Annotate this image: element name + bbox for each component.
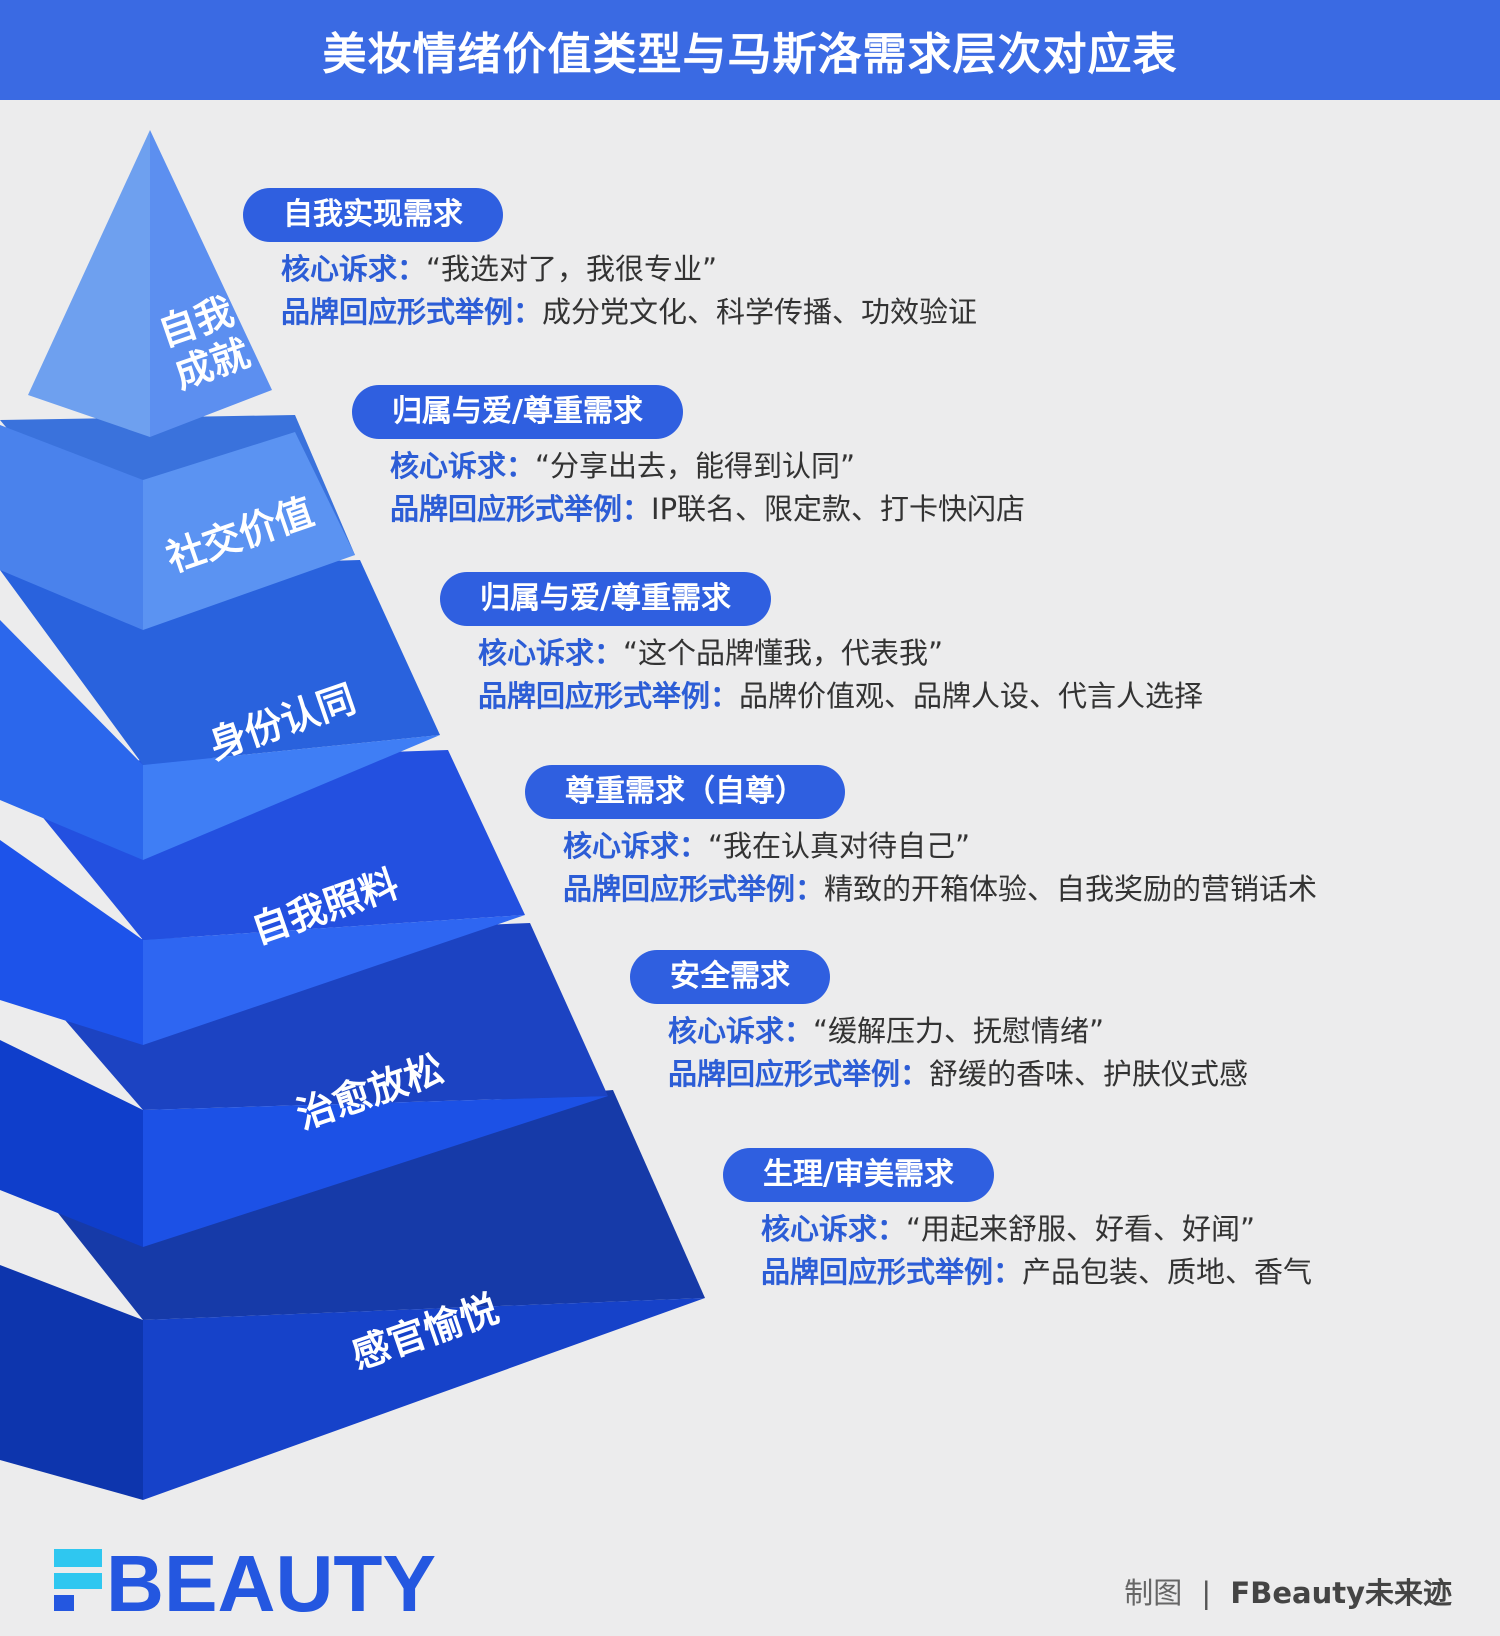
credit-separator: | — [1201, 1576, 1212, 1610]
example-key: 品牌回应形式举例： — [668, 1057, 930, 1091]
brand-example-line: 品牌回应形式举例：品牌价值观、品牌人设、代言人选择 — [478, 675, 1203, 718]
example-key: 品牌回应形式举例： — [390, 492, 652, 526]
page-title: 美妆情绪价值类型与马斯洛需求层次对应表 — [322, 29, 1178, 80]
appeal-text: “用起来舒服、好看、好闻” — [906, 1212, 1256, 1246]
appeal-text: “这个品牌懂我，代表我” — [623, 636, 944, 670]
example-text: 品牌价值观、品牌人设、代言人选择 — [739, 679, 1204, 713]
pyramid-tier-achievement: 自我 成就 — [28, 130, 272, 437]
example-key: 品牌回应形式举例： — [281, 295, 543, 329]
need-pill: 归属与爱/尊重需求 — [440, 572, 771, 626]
brand-example-line: 品牌回应形式举例：产品包装、质地、香气 — [761, 1251, 1312, 1294]
example-text: 舒缓的香味、护肤仪式感 — [929, 1057, 1249, 1091]
example-key: 品牌回应形式举例： — [478, 679, 740, 713]
example-text: 精致的开箱体验、自我奖励的营销话术 — [824, 872, 1318, 906]
appeal-text: “我选对了，我很专业” — [426, 252, 718, 286]
example-text: 成分党文化、科学传播、功效验证 — [542, 295, 978, 329]
appeal-key: 核心诉求： — [563, 829, 709, 863]
appeal-key: 核心诉求： — [478, 636, 624, 670]
appeal-key: 核心诉求： — [761, 1212, 907, 1246]
logo-bar-top — [54, 1549, 102, 1567]
need-pill: 自我实现需求 — [243, 188, 503, 242]
info-block-healing: 安全需求 核心诉求：“缓解压力、抚慰情绪” 品牌回应形式举例：舒缓的香味、护肤仪… — [630, 950, 1248, 1096]
appeal-text: “分享出去，能得到认同” — [535, 449, 856, 483]
info-block-achievement: 自我实现需求 核心诉求：“我选对了，我很专业” 品牌回应形式举例：成分党文化、科… — [243, 188, 977, 334]
example-key: 品牌回应形式举例： — [761, 1255, 1023, 1289]
example-text: 产品包装、质地、香气 — [1022, 1255, 1313, 1289]
credit-brand: FBeauty未来迹 — [1230, 1576, 1452, 1610]
info-block-sensory: 生理/审美需求 核心诉求：“用起来舒服、好看、好闻” 品牌回应形式举例：产品包装… — [723, 1148, 1312, 1294]
example-text: IP联名、限定款、打卡快闪店 — [651, 492, 1026, 526]
logo-wordmark: BEAUTY — [106, 1545, 436, 1615]
appeal-key: 核心诉求： — [281, 252, 427, 286]
need-pill: 归属与爱/尊重需求 — [352, 385, 683, 439]
example-key: 品牌回应形式举例： — [563, 872, 825, 906]
appeal-key: 核心诉求： — [390, 449, 536, 483]
brand-example-line: 品牌回应形式举例：成分党文化、科学传播、功效验证 — [281, 291, 977, 334]
appeal-key: 核心诉求： — [668, 1014, 814, 1048]
need-pill: 生理/审美需求 — [723, 1148, 994, 1202]
core-appeal-line: 核心诉求：“缓解压力、抚慰情绪” — [668, 1010, 1248, 1053]
appeal-text: “我在认真对待自己” — [708, 829, 971, 863]
core-appeal-line: 核心诉求：“这个品牌懂我，代表我” — [478, 632, 1203, 675]
logo-bar-foot — [54, 1595, 74, 1611]
pyramid-tier-social: 社交价值 — [0, 415, 355, 630]
core-appeal-line: 核心诉求：“用起来舒服、好看、好闻” — [761, 1208, 1312, 1251]
fbeauty-logo: BEAUTY — [54, 1545, 436, 1615]
header-bar: 美妆情绪价值类型与马斯洛需求层次对应表 — [0, 0, 1500, 100]
pyramid-diagram: 感官愉悦 治愈放松 自我照料 身份认同 社交价值 自我 成就 — [0, 130, 705, 1500]
core-appeal-line: 核心诉求：“我选对了，我很专业” — [281, 248, 977, 291]
brand-example-line: 品牌回应形式举例：精致的开箱体验、自我奖励的营销话术 — [563, 868, 1317, 911]
need-pill: 尊重需求（自尊） — [525, 765, 845, 819]
core-appeal-line: 核心诉求：“我在认真对待自己” — [563, 825, 1317, 868]
core-appeal-line: 核心诉求：“分享出去，能得到认同” — [390, 445, 1025, 488]
logo-bar-mid — [54, 1573, 102, 1589]
need-pill: 安全需求 — [630, 950, 830, 1004]
info-block-identity: 归属与爱/尊重需求 核心诉求：“这个品牌懂我，代表我” 品牌回应形式举例：品牌价… — [440, 572, 1203, 718]
info-block-selfcare: 尊重需求（自尊） 核心诉求：“我在认真对待自己” 品牌回应形式举例：精致的开箱体… — [525, 765, 1317, 911]
credit-line: 制图 | FBeauty未来迹 — [1124, 1570, 1452, 1612]
brand-example-line: 品牌回应形式举例：IP联名、限定款、打卡快闪店 — [390, 488, 1025, 531]
credit-label: 制图 — [1124, 1576, 1183, 1610]
appeal-text: “缓解压力、抚慰情绪” — [813, 1014, 1105, 1048]
brand-example-line: 品牌回应形式举例：舒缓的香味、护肤仪式感 — [668, 1053, 1248, 1096]
info-block-social: 归属与爱/尊重需求 核心诉求：“分享出去，能得到认同” 品牌回应形式举例：IP联… — [352, 385, 1025, 531]
